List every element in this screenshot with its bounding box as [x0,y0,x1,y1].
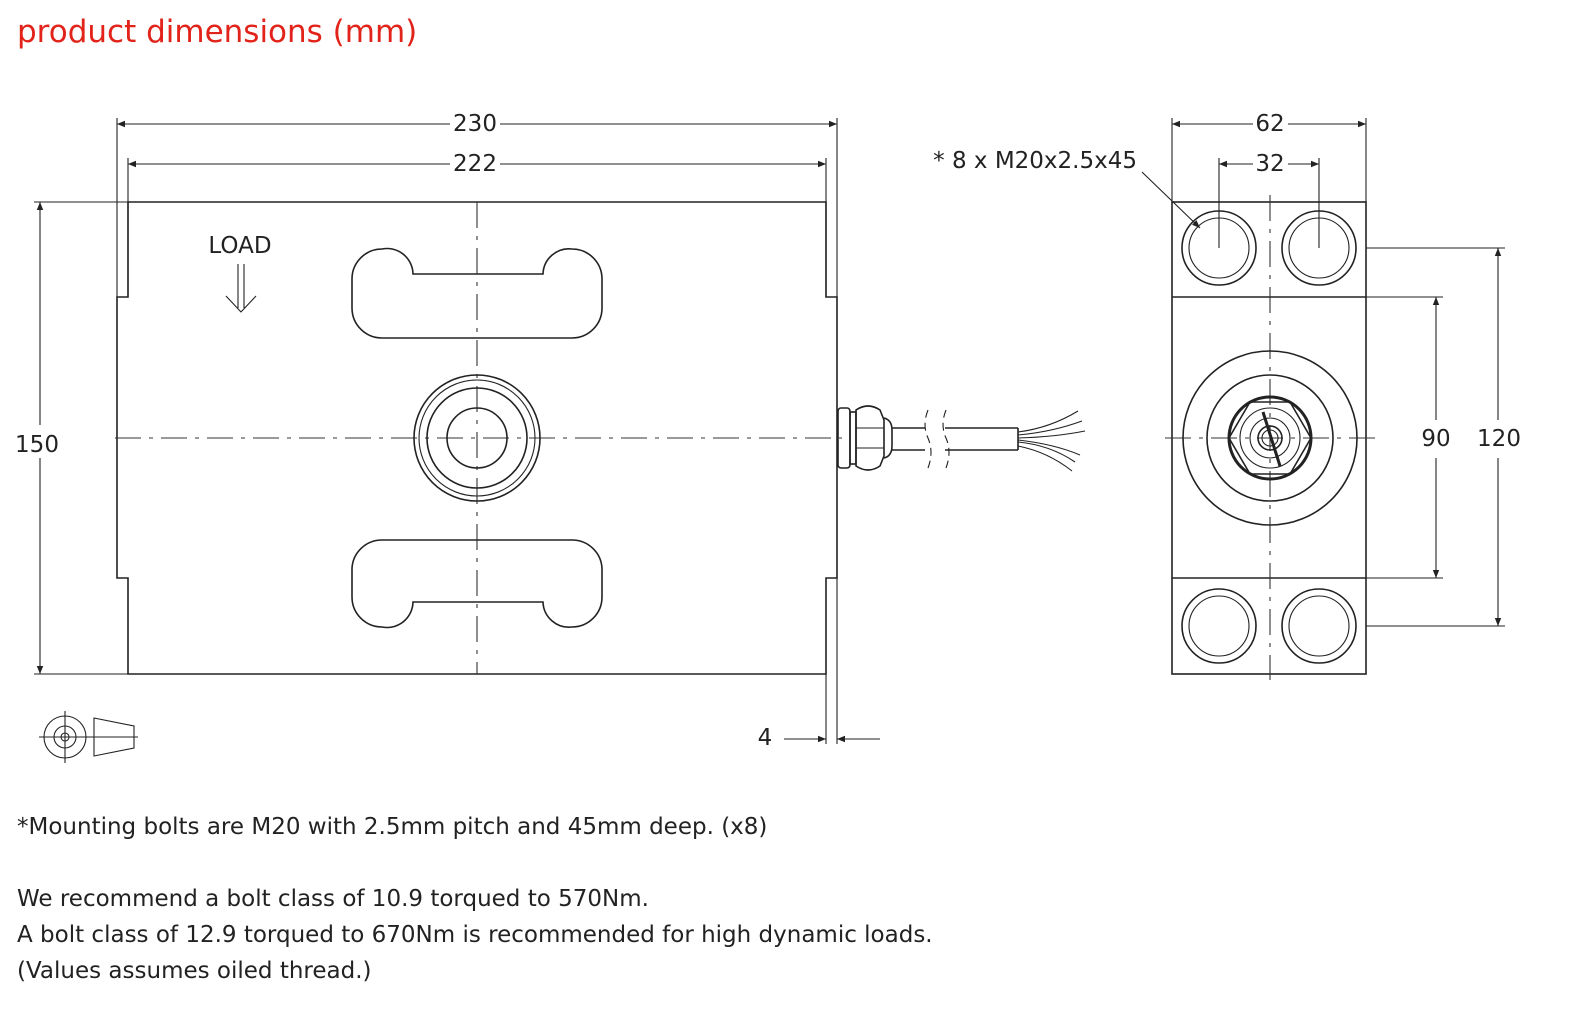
dimension-120: 120 [1366,247,1521,627]
cable-wires [1017,410,1086,472]
load-label: LOAD [208,233,271,259]
dimension-222: 222 [127,151,827,297]
dim-120-label: 120 [1477,426,1521,452]
dim-4-label: 4 [758,725,773,751]
projection-symbol-icon [39,711,138,763]
page-title: product dimensions (mm) [17,14,418,50]
note-bolt-class-standard: We recommend a bolt class of 10.9 torque… [17,886,649,912]
note-mounting-bolts: *Mounting bolts are M20 with 2.5mm pitch… [17,814,768,840]
upper-slot [351,247,603,339]
load-point [413,374,541,502]
lower-slot [351,539,603,629]
cable-gland-end-view [1182,350,1358,526]
bolt-hole [1281,588,1357,664]
front-view: LOAD 230 [15,111,1086,763]
dim-150-label: 150 [15,432,59,458]
side-view: 62 32 * 8 x M20x2.5x45 90 120 [933,111,1521,680]
bolt-callout-label: * 8 x M20x2.5x45 [933,148,1137,174]
note-bolt-class-dynamic: A bolt class of 12.9 torqued to 670Nm is… [17,922,933,948]
cable-gland [837,405,893,471]
bolt-callout: * 8 x M20x2.5x45 [933,148,1201,229]
dimension-32: 32 [1218,151,1320,248]
cable [892,409,1019,469]
dimension-4: 4 [758,578,880,751]
dimension-90: 90 [1366,296,1451,579]
bolt-holes [1181,210,1357,664]
dim-62-label: 62 [1255,111,1284,137]
load-arrow-icon [225,264,257,313]
dimension-230: 230 [116,111,838,297]
note-oiled-thread: (Values assumes oiled thread.) [17,958,372,984]
dim-32-label: 32 [1255,151,1284,177]
dim-222-label: 222 [453,151,497,177]
dimension-62: 62 [1171,111,1367,202]
dim-90-label: 90 [1421,426,1450,452]
dim-230-label: 230 [453,111,497,137]
dimension-150: 150 [15,201,128,675]
bolt-hole [1181,588,1257,664]
